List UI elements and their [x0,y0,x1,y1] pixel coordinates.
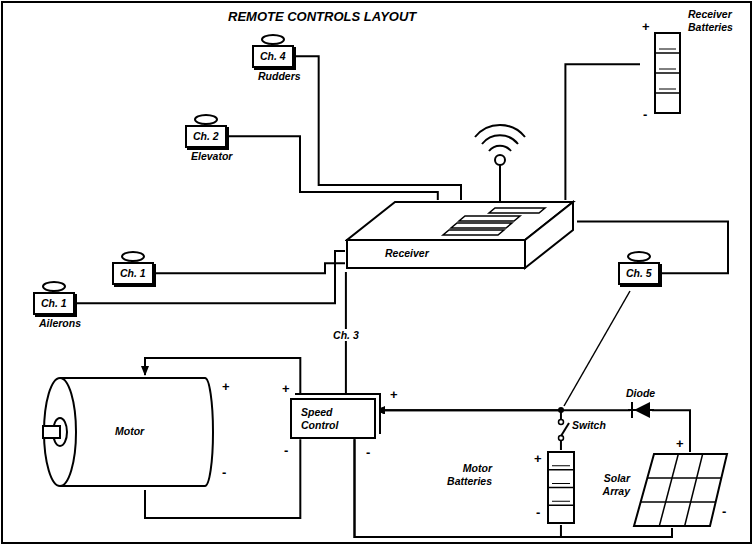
wire [376,410,690,452]
polarity-sign: + [390,388,398,401]
diode-symbol [628,402,654,418]
wire [154,263,345,273]
wire [294,56,461,200]
channel-label: Ch. 4 [260,50,286,62]
wire [376,410,561,450]
polarity-sign: + [222,380,230,393]
channel-label: Ch. 2 [193,130,219,142]
polarity-sign: - [536,506,540,519]
battery-pack [430,450,580,525]
junction-dot [558,407,564,413]
wire [227,136,438,200]
antenna [475,125,525,203]
polarity-sign: - [284,444,288,457]
wire [565,64,640,200]
polarity-sign: - [643,108,647,121]
wire [355,439,561,537]
node-label: Motor [115,425,144,438]
surface-name: Rudders [258,70,301,83]
channel-label: Ch. 1 [41,297,67,309]
solar-array: Solar Array [582,452,732,528]
motor-battery: Motor Batteries [430,450,580,525]
servo-box: Ch. 4Rudders [252,45,294,68]
surface-name: Elevator [191,150,232,163]
switch-symbol [555,420,569,441]
wire [75,251,345,303]
polarity-sign: + [642,20,650,33]
motor: Motor [40,375,215,490]
surface-name: Ailerons [39,317,81,330]
servo-box: Ch. 5 [618,262,660,285]
servo-box: Ch. 1 [112,262,154,285]
polarity-sign: + [676,437,684,450]
diagram-title: REMOTE CONTROLS LAYOUT [228,9,416,24]
node-label: Motor Batteries [430,462,492,487]
polarity-sign: - [222,466,226,479]
node-label: Receiver [385,247,429,260]
servo-box: Ch. 2Elevator [185,125,227,148]
node-label: Speed Control [301,406,365,431]
polarity-sign: - [366,446,370,459]
polarity-sign: - [722,505,726,518]
polarity-sign: + [282,382,290,395]
receiver-battery: Receiver Batteries [640,8,748,123]
channel-label: Ch. 1 [120,267,146,279]
node-label: Receiver Batteries [688,8,746,33]
part-label: Switch [572,420,606,431]
servo-box: Ch. 1Ailerons [33,292,75,315]
receiver-outline [345,200,577,272]
channel-label: Ch. 5 [626,267,652,279]
part-label: Diode [626,388,655,399]
channel-label: Ch. 3 [331,329,361,341]
switch-control-wire [564,291,630,406]
receiver: Receiver [345,200,577,272]
speed-control-box: Speed Control [290,398,376,439]
wire [355,439,673,537]
node-label: Solar Array [582,472,630,497]
polarity-sign: + [534,452,542,465]
